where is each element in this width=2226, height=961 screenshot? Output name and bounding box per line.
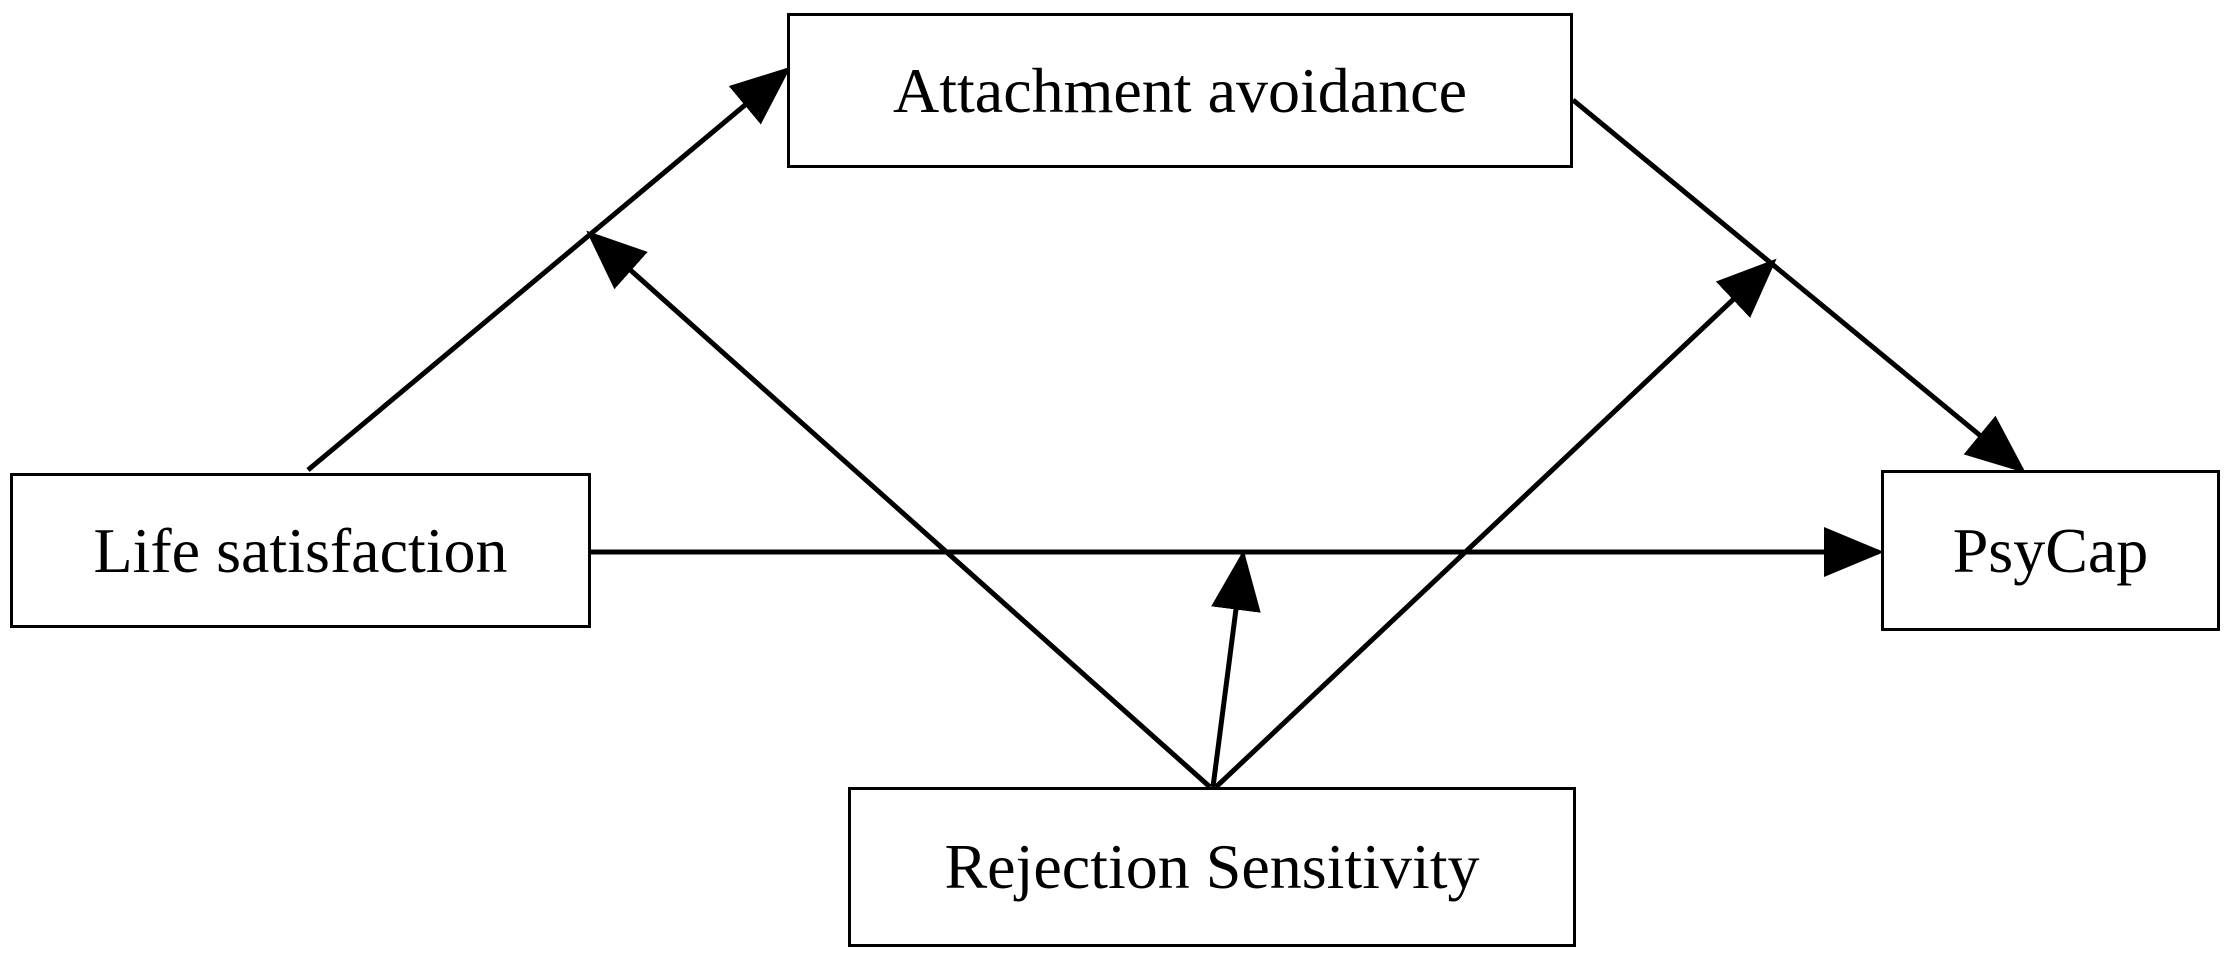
node-life-satisfaction: Life satisfaction	[10, 473, 591, 628]
node-attachment-avoidance-label: Attachment avoidance	[893, 54, 1467, 126]
node-life-satisfaction-label: Life satisfaction	[93, 514, 508, 586]
node-psycap-label: PsyCap	[1952, 514, 2149, 586]
node-rejection-sensitivity-label: Rejection Sensitivity	[944, 831, 1480, 902]
arrow-rejection-to-a-path	[586, 230, 1212, 789]
arrow-life-to-attachment	[306, 66, 791, 472]
node-psycap: PsyCap	[1881, 470, 2220, 631]
arrow-rejection-to-b-path	[1214, 258, 1777, 789]
arrow-attachment-to-psycap	[1571, 98, 2026, 474]
node-rejection-sensitivity: Rejection Sensitivity	[848, 787, 1576, 947]
arrow-rejection-to-direct-path	[1210, 550, 1261, 788]
node-attachment-avoidance: Attachment avoidance	[787, 13, 1573, 168]
